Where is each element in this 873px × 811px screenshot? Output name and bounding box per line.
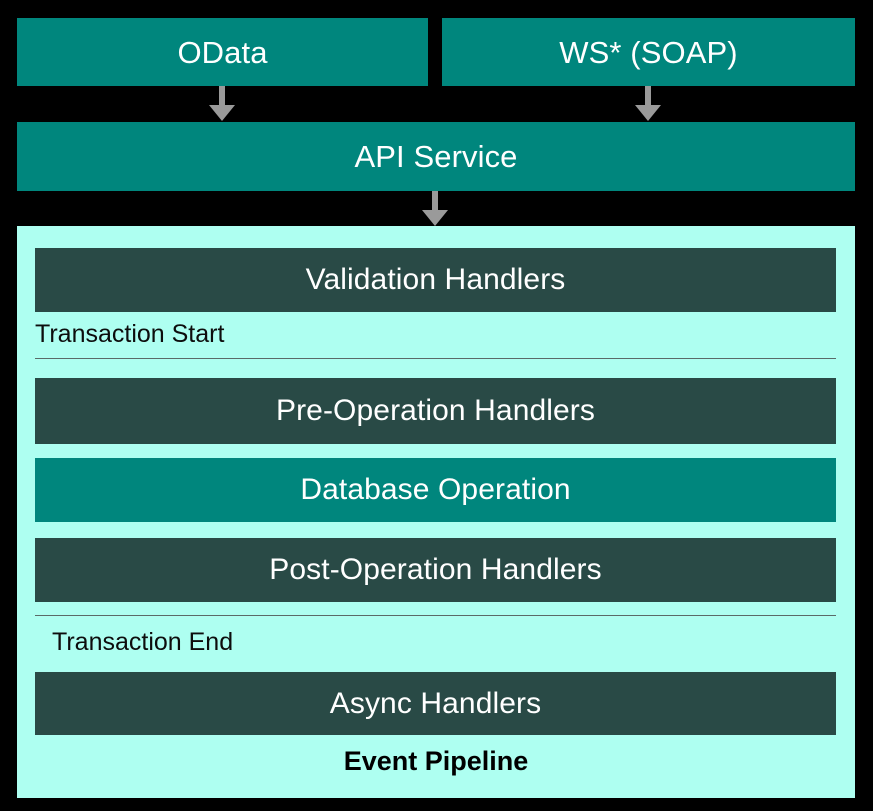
divider-transaction-start — [35, 358, 836, 359]
arrow-down-icon-api-to-pipeline — [420, 191, 450, 227]
node-pre-operation-handlers: Pre-Operation Handlers — [35, 378, 836, 444]
arrow-down-icon-soap-to-api — [633, 86, 663, 122]
label-transaction-end: Transaction End — [52, 628, 234, 656]
node-pre-operation-handlers-label: Pre-Operation Handlers — [275, 394, 596, 427]
node-odata-label: OData — [177, 34, 268, 70]
arrow-down-icon-odata-to-api — [207, 86, 237, 122]
node-post-operation-handlers-label: Post-Operation Handlers — [269, 553, 602, 586]
panel-event-pipeline: Validation Handlers Transaction Start Pr… — [17, 226, 855, 798]
node-validation-handlers: Validation Handlers — [35, 248, 836, 312]
label-transaction-start: Transaction Start — [35, 320, 225, 348]
node-ws-soap-label: WS* (SOAP) — [559, 34, 738, 70]
divider-transaction-end — [35, 615, 836, 616]
node-post-operation-handlers: Post-Operation Handlers — [35, 538, 836, 602]
node-api-service: API Service — [17, 122, 855, 191]
node-database-operation-label: Database Operation — [300, 473, 571, 506]
node-ws-soap: WS* (SOAP) — [442, 18, 855, 86]
node-odata: OData — [17, 18, 428, 86]
node-async-handlers-label: Async Handlers — [329, 686, 542, 720]
caption-event-pipeline: Event Pipeline — [343, 746, 529, 776]
node-api-service-label: API Service — [354, 139, 518, 174]
node-validation-handlers-label: Validation Handlers — [305, 263, 566, 296]
node-async-handlers: Async Handlers — [35, 672, 836, 735]
node-database-operation: Database Operation — [35, 458, 836, 522]
